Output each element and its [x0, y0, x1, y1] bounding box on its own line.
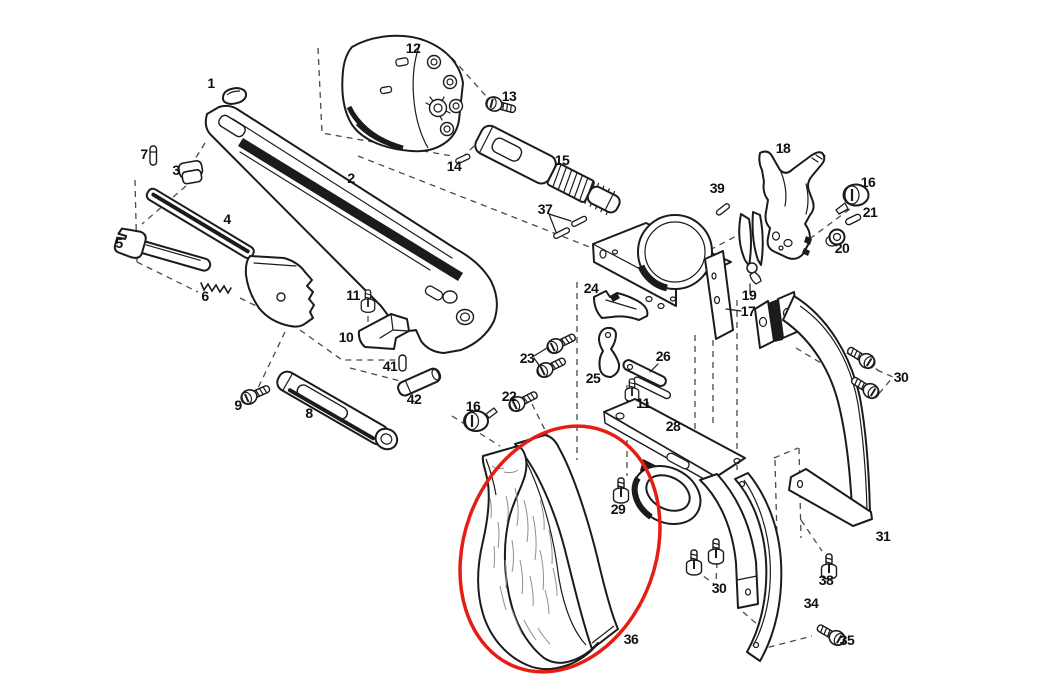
part-22-screw: [505, 386, 541, 415]
part-34-backstrap-strap: [734, 472, 783, 662]
part-13-screw: [483, 94, 519, 118]
part-17-frame: [592, 214, 734, 340]
cylinder-ratchet: [425, 96, 451, 121]
part-16-screw-right: [835, 183, 870, 215]
grip-wood-grain: [489, 465, 558, 645]
part-14-pin: [455, 153, 471, 165]
part-20-nut: [825, 228, 846, 247]
part-18-hammer: [758, 150, 826, 260]
part-10-plunger: [357, 313, 410, 350]
part-1-wedge: [221, 87, 248, 105]
part-7-pin: [149, 145, 158, 166]
highlight-ellipse: [458, 424, 662, 674]
part-6-spring: [200, 282, 232, 295]
part-12-cylinder: [341, 34, 464, 153]
part-29-screw: [612, 477, 630, 504]
part-35-screw: [813, 619, 849, 650]
part-4-loading-lever: [145, 187, 315, 328]
part-19-hand: [738, 211, 764, 285]
part-3-sight: [177, 159, 204, 185]
part-30-screw-bottom-b: [707, 538, 725, 565]
part-28-trigger-guard: [603, 398, 759, 609]
part-21-pin: [845, 213, 862, 226]
part-23-screws: [533, 329, 579, 381]
part-38-screw: [820, 553, 838, 580]
part-25-trigger: [598, 326, 621, 378]
part-9-screw: [237, 380, 273, 408]
part-2-barrel: [204, 104, 498, 354]
part-16-screw-left: [463, 407, 498, 432]
part-30-screw-bottom-a: [685, 549, 703, 576]
part-8-plunger-tube: [276, 370, 399, 451]
label-leader-lines: [533, 213, 751, 373]
part-15-arbor: [474, 124, 621, 215]
part-31-backstrap: [754, 291, 873, 527]
part-42-rod: [397, 367, 442, 397]
part-39-pin: [715, 203, 731, 216]
part-5-latch: [113, 227, 212, 272]
part-37-pins: [553, 215, 588, 240]
part-24-bolt: [593, 290, 649, 321]
part-41-pin: [398, 354, 407, 372]
part-36-grip: [477, 434, 619, 670]
